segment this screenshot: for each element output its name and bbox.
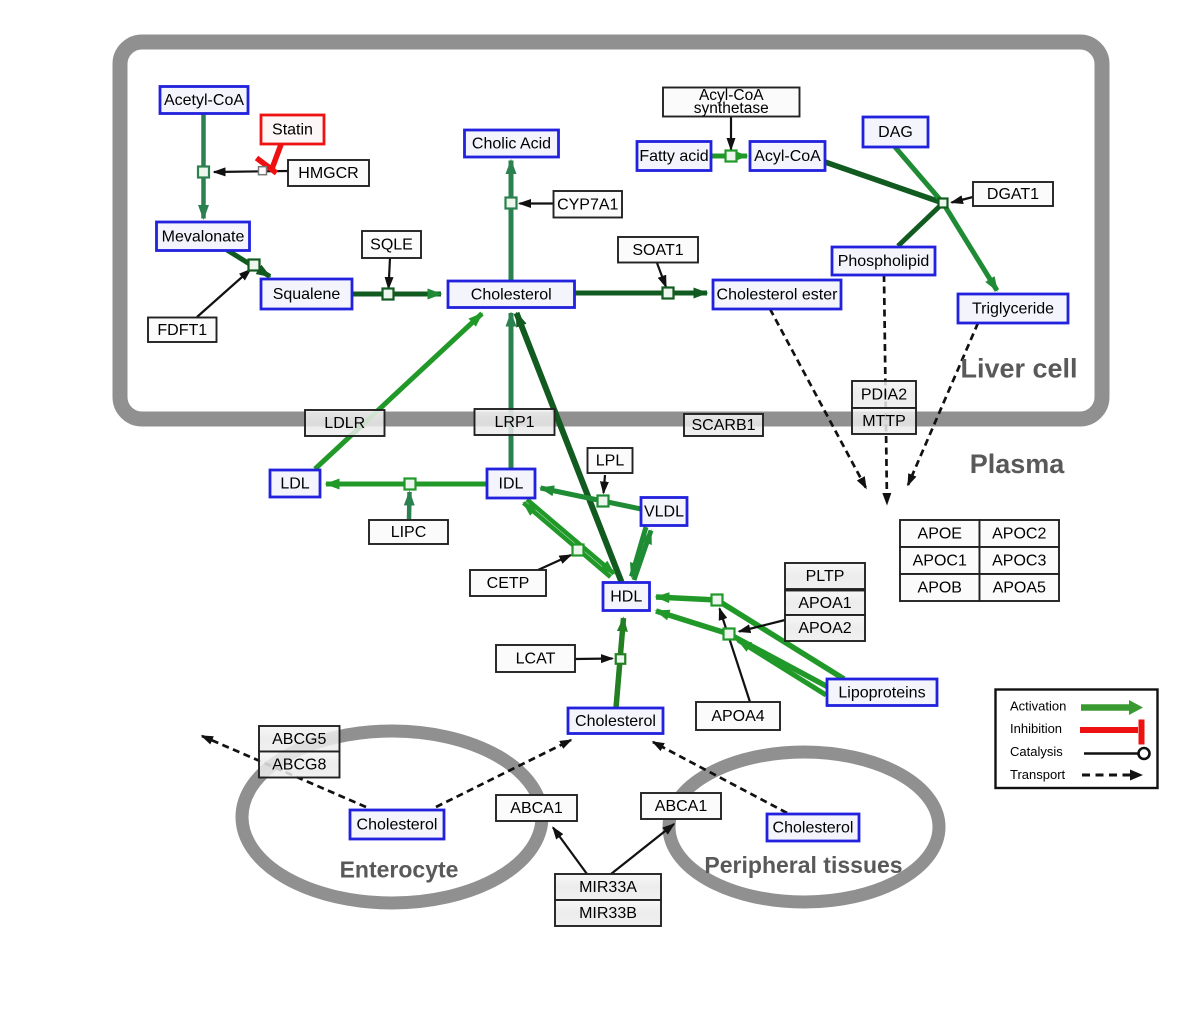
- svg-text:APOC3: APOC3: [992, 553, 1046, 570]
- svg-text:Acetyl-CoA: Acetyl-CoA: [164, 92, 244, 109]
- svg-text:ABCA1: ABCA1: [510, 800, 563, 817]
- svg-text:PLTP: PLTP: [806, 568, 845, 585]
- svg-text:Triglyceride: Triglyceride: [972, 301, 1054, 318]
- svg-text:MIR33B: MIR33B: [579, 905, 637, 922]
- svg-text:APOC2: APOC2: [992, 526, 1046, 543]
- svg-text:Cholesterol ester: Cholesterol ester: [717, 287, 839, 304]
- svg-text:Acyl-CoA: Acyl-CoA: [754, 148, 821, 165]
- svg-text:HMGCR: HMGCR: [298, 165, 358, 182]
- svg-text:Cholesterol: Cholesterol: [357, 817, 438, 834]
- svg-text:Transport: Transport: [1010, 767, 1066, 782]
- svg-text:HDL: HDL: [610, 589, 642, 606]
- svg-text:SOAT1: SOAT1: [632, 242, 683, 259]
- svg-text:ABCA1: ABCA1: [655, 798, 708, 815]
- svg-text:CETP: CETP: [487, 575, 530, 592]
- svg-text:SQLE: SQLE: [370, 237, 413, 254]
- svg-text:Cholic Acid: Cholic Acid: [472, 136, 551, 153]
- svg-text:APOA5: APOA5: [993, 580, 1046, 597]
- svg-text:synthetase: synthetase: [694, 100, 769, 117]
- svg-text:APOC1: APOC1: [913, 553, 967, 570]
- svg-text:LCAT: LCAT: [516, 651, 556, 668]
- svg-text:Activation: Activation: [1010, 699, 1066, 714]
- svg-text:LDL: LDL: [280, 476, 309, 493]
- svg-text:ABCG5: ABCG5: [272, 731, 326, 748]
- svg-text:Phospholipid: Phospholipid: [838, 253, 930, 270]
- svg-text:LPL: LPL: [596, 453, 625, 470]
- svg-text:Squalene: Squalene: [273, 286, 341, 303]
- svg-text:Cholesterol: Cholesterol: [575, 713, 656, 730]
- svg-text:APOA4: APOA4: [711, 708, 764, 725]
- svg-text:APOE: APOE: [918, 526, 962, 543]
- svg-text:Cholesterol: Cholesterol: [471, 286, 552, 303]
- svg-text:APOA2: APOA2: [798, 620, 851, 637]
- svg-text:Liver cell: Liver cell: [960, 354, 1077, 384]
- svg-text:Statin: Statin: [272, 122, 313, 139]
- svg-text:LRP1: LRP1: [494, 414, 534, 431]
- svg-text:APOA1: APOA1: [798, 595, 851, 612]
- svg-text:DGAT1: DGAT1: [987, 186, 1039, 203]
- svg-text:Enterocyte: Enterocyte: [340, 857, 459, 883]
- svg-text:MIR33A: MIR33A: [579, 879, 637, 896]
- svg-text:Lipoproteins: Lipoproteins: [838, 684, 925, 701]
- svg-text:APOB: APOB: [918, 580, 962, 597]
- svg-text:Fatty acid: Fatty acid: [639, 148, 708, 165]
- svg-text:LDLR: LDLR: [324, 415, 365, 432]
- svg-text:Inhibition: Inhibition: [1010, 721, 1062, 736]
- svg-text:ABCG8: ABCG8: [272, 757, 326, 774]
- svg-text:CYP7A1: CYP7A1: [557, 196, 618, 213]
- svg-text:Catalysis: Catalysis: [1010, 744, 1063, 759]
- svg-text:Mevalonate: Mevalonate: [162, 228, 245, 245]
- svg-text:PDIA2: PDIA2: [861, 387, 907, 404]
- svg-text:Acyl-CoA: Acyl-CoA: [699, 87, 764, 104]
- svg-text:Peripheral tissues: Peripheral tissues: [704, 852, 902, 878]
- svg-text:MTTP: MTTP: [862, 413, 906, 430]
- svg-text:Cholesterol: Cholesterol: [773, 820, 854, 837]
- svg-text:FDFT1: FDFT1: [157, 322, 207, 339]
- svg-text:Plasma: Plasma: [970, 449, 1066, 479]
- svg-text:SCARB1: SCARB1: [691, 417, 755, 434]
- svg-text:VLDL: VLDL: [644, 504, 684, 521]
- svg-text:LIPC: LIPC: [391, 524, 427, 541]
- svg-text:IDL: IDL: [499, 476, 524, 493]
- svg-text:DAG: DAG: [878, 124, 913, 141]
